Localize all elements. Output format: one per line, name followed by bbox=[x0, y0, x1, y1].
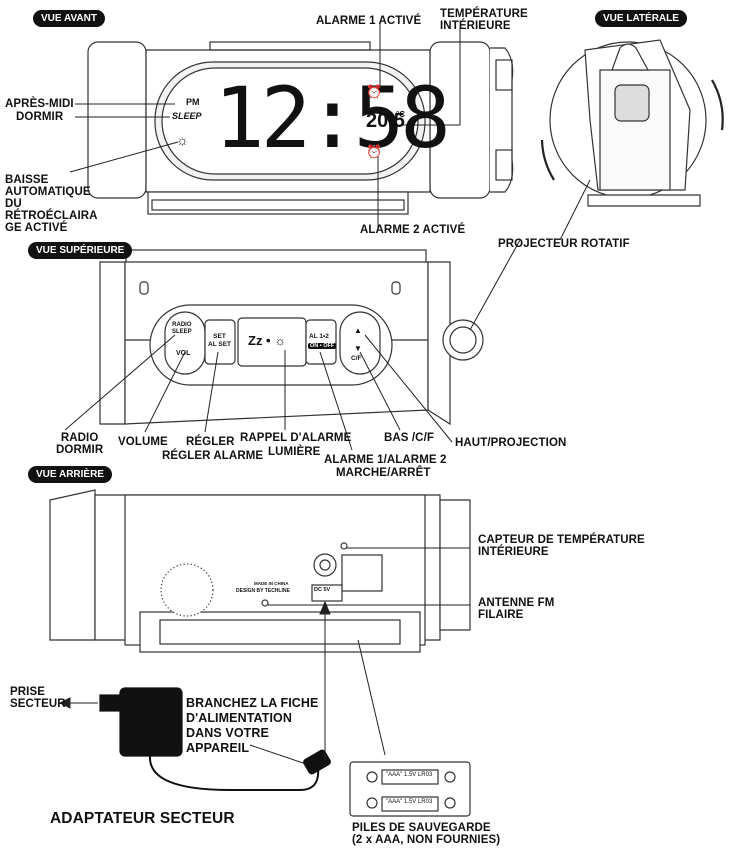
section-top-view: VUE SUPÉRIEURE bbox=[28, 242, 133, 259]
label-plug-in: BRANCHEZ LA FICHE D'ALIMENTATION DANS VO… bbox=[186, 696, 319, 755]
down-button[interactable]: ▼ bbox=[354, 344, 362, 353]
label-projector: PROJECTEUR ROTATIF bbox=[498, 238, 630, 250]
set-button[interactable]: SET AL SET bbox=[208, 333, 231, 348]
side-view-body bbox=[549, 39, 707, 207]
alarm1-icon: ⏰ bbox=[366, 84, 383, 99]
label-alarm2: ALARME 2 ACTIVÉ bbox=[360, 224, 466, 236]
vol-button[interactable]: VOL bbox=[176, 350, 191, 357]
display-sleep: SLEEP bbox=[172, 111, 202, 121]
display-temp-unit: °C bbox=[396, 110, 405, 119]
label-indoor-temp: TEMPÉRATURE INTÉRIEURE bbox=[440, 8, 528, 32]
label-sleep: DORMIR bbox=[16, 111, 64, 123]
display-temp: 20.5 bbox=[366, 110, 405, 132]
label-snooze: RAPPEL D'ALARME bbox=[240, 432, 352, 444]
section-back-view: VUE ARRIÈRE bbox=[28, 466, 112, 483]
label-auto-dim: BAISSE AUTOMATIQUE DU RÉTROÉCLAIRA GE AC… bbox=[5, 174, 98, 234]
cf-label: C/F bbox=[351, 355, 362, 362]
label-set: RÉGLER bbox=[186, 436, 235, 448]
on-off-badge: ON • OFF bbox=[308, 343, 337, 349]
section-side-view: VUE LATÉRALE bbox=[595, 10, 687, 27]
up-button[interactable]: ▲ bbox=[354, 326, 362, 335]
label-radio: RADIO DORMIR bbox=[56, 432, 104, 456]
made-in-label: MADE IN CHINA bbox=[254, 581, 289, 586]
label-fm-antenna: ANTENNE FM FILAIRE bbox=[478, 597, 555, 621]
label-temp-sensor: CAPTEUR DE TEMPÉRATURE INTÉRIEURE bbox=[478, 534, 645, 558]
label-batteries: PILES DE SAUVEGARDE (2 x AAA, NON FOURNI… bbox=[352, 822, 501, 846]
section-front-view: VUE AVANT bbox=[33, 10, 105, 27]
radio-sleep-button[interactable]: RADIO SLEEP bbox=[172, 322, 192, 335]
label-outlet: PRISE SECTEUR bbox=[10, 686, 66, 710]
label-up-projection: HAUT/PROJECTION bbox=[455, 437, 567, 449]
alarm-toggle-button[interactable]: AL 1•2 bbox=[309, 333, 329, 340]
label-light: LUMIÈRE bbox=[268, 446, 321, 458]
ac-adapter bbox=[99, 687, 331, 791]
back-view-body bbox=[49, 489, 471, 653]
label-set-alarm: RÉGLER ALARME bbox=[162, 450, 264, 462]
label-pm: APRÈS-MIDI bbox=[5, 98, 74, 110]
label-down-cf: BAS /C/F bbox=[384, 432, 434, 444]
label-adapter: ADAPTATEUR SECTEUR bbox=[50, 810, 235, 827]
dc-label: DC 5V bbox=[314, 587, 331, 593]
battery2-label: "AAA" 1.5V LR03 bbox=[386, 799, 433, 805]
battery1-label: "AAA" 1.5V LR03 bbox=[386, 772, 433, 778]
display-pm: PM bbox=[186, 97, 200, 107]
label-volume: VOLUME bbox=[118, 436, 168, 448]
front-view-body bbox=[87, 41, 514, 215]
leader-lines bbox=[58, 22, 724, 765]
auto-dim-icon: ☼ bbox=[176, 132, 189, 148]
label-alarm1: ALARME 1 ACTIVÉ bbox=[316, 15, 422, 27]
label-alarm-onoff-1: ALARME 1/ALARME 2 bbox=[324, 454, 447, 466]
design-by-label: DESIGN BY TECHLINE bbox=[236, 588, 290, 594]
snooze-light-button[interactable]: Zz • ☼ bbox=[248, 333, 287, 348]
battery-compartment bbox=[349, 761, 471, 817]
top-view-body bbox=[99, 249, 484, 426]
label-alarm-onoff-2: MARCHE/ARRÊT bbox=[336, 467, 431, 479]
alarm2-icon: ⏰ bbox=[366, 144, 383, 159]
display-time: 12:58 bbox=[214, 69, 451, 167]
